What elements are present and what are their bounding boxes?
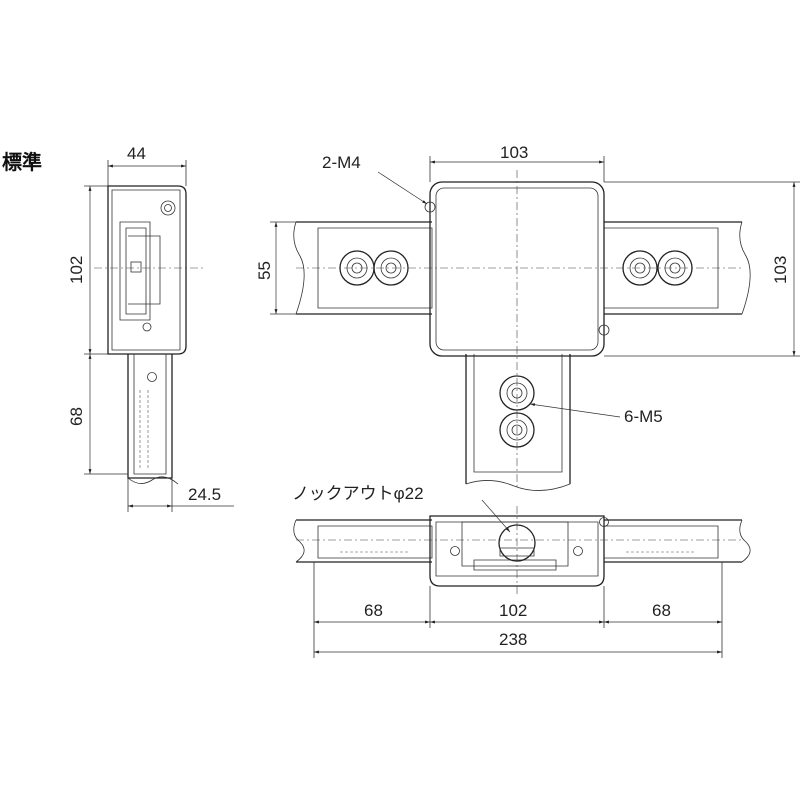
front-view: ノックアウトφ22 68 102 68 238 [292, 484, 751, 658]
left-arm-label: 68 [364, 601, 383, 620]
right-arm-label: 68 [652, 601, 671, 620]
center-width-label: 102 [499, 601, 527, 620]
side-leg-width-label: 24.5 [188, 485, 221, 504]
arm-height-label: 55 [255, 261, 274, 280]
drawing-title: 標準 [2, 150, 42, 174]
side-height-label: 102 [67, 256, 86, 284]
top-view: 103 2-M4 55 103 6-M5 [255, 143, 800, 491]
knockout-label: ノックアウトφ22 [292, 484, 424, 503]
total-width-label: 238 [499, 630, 527, 649]
side-width-label: 44 [127, 144, 146, 163]
bolt-label: 6-M5 [624, 407, 663, 426]
top-box-width-label: 103 [500, 143, 528, 162]
side-view: 44 102 68 24.5 [67, 144, 234, 512]
top-box-height-label: 103 [771, 256, 790, 284]
side-leg-label: 68 [67, 407, 86, 426]
screw-label: 2-M4 [322, 153, 361, 172]
